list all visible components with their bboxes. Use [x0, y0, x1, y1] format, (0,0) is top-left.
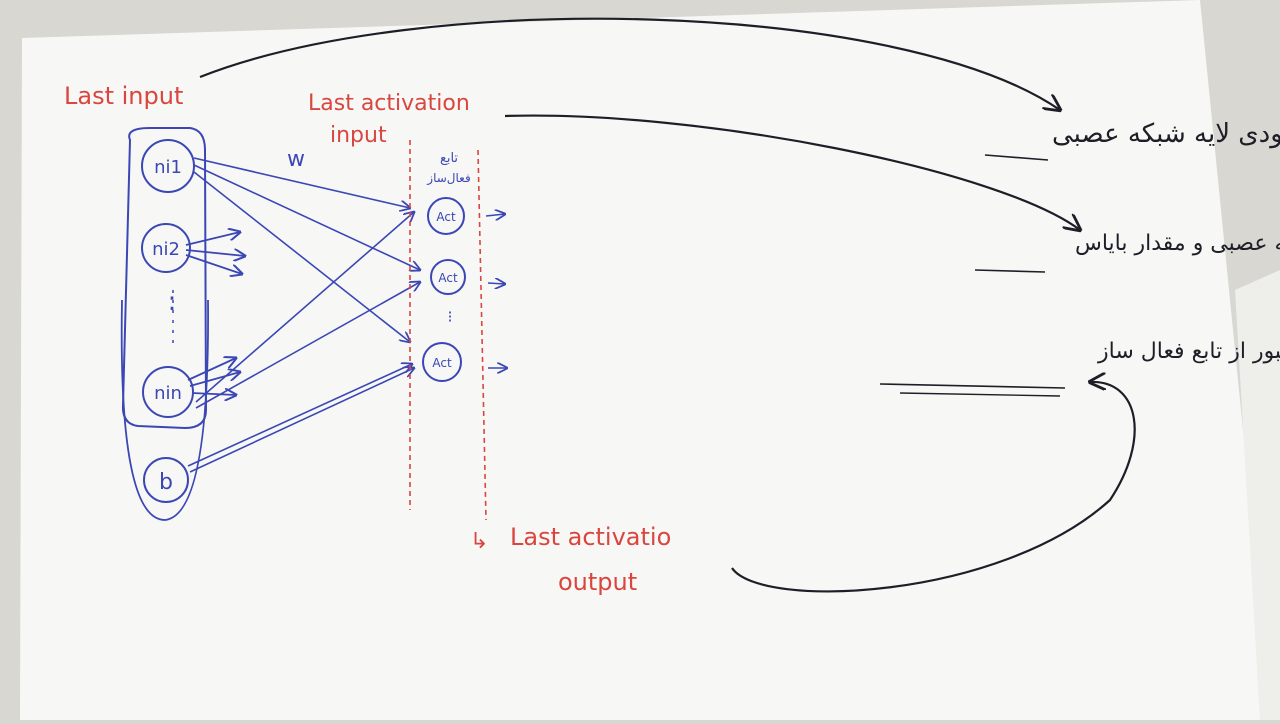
- fanout-arrows: [185, 232, 245, 395]
- activation-ellipsis: ⁝: [447, 307, 452, 326]
- activation-node-3: [422, 342, 462, 382]
- input-node-2: [141, 223, 191, 273]
- annotation-layer-input-underline: [984, 154, 1049, 161]
- activation-node-2: [430, 259, 466, 295]
- input-bias-outline: [120, 299, 209, 521]
- annotation-weighted-input-underline: [974, 269, 1046, 273]
- activation-node-1: [427, 197, 465, 235]
- weight-label: w: [287, 147, 305, 172]
- bias-node: [143, 457, 189, 503]
- input-node-n: [142, 366, 194, 418]
- input-node-2-label: ni2: [152, 239, 180, 260]
- annotation-layer-input: ورودی لایه شبکه عصبی: [1052, 119, 1280, 149]
- last-activation-input-label-2: input: [330, 123, 387, 148]
- activation-output-arrows: [485, 214, 507, 368]
- input-layer-outline: [121, 127, 208, 430]
- last-activation-output-label-1: Last activatio: [510, 523, 671, 551]
- curve-activation-input-connector: [504, 114, 1080, 230]
- bias-node-label: b: [159, 470, 173, 495]
- annotation-layer-output-underline-1: [879, 383, 1066, 389]
- activation-node-1-label: Act: [436, 210, 456, 224]
- activation-function-label-2: فعال‌ساز: [426, 171, 470, 186]
- last-input-label: Last input: [64, 82, 183, 110]
- input-node-n-label: nin: [154, 383, 182, 404]
- last-activation-input-label-1: Last activation: [308, 91, 470, 116]
- annotation-layer-output: خروجی لایه شبکه عصبی بعد از عبور از تابع…: [1097, 339, 1280, 364]
- annotation-weighted-input: ورودی اکتیو شده توسط وزن شبکه عصبی و مقد…: [1075, 231, 1280, 256]
- weight-connections: [187, 157, 420, 473]
- curve-input-connector: [199, 17, 1060, 110]
- curve-activation-output-connector: [731, 382, 1136, 593]
- activation-node-3-label: Act: [432, 356, 452, 370]
- annotation-layer-output-underline-2: [899, 392, 1061, 397]
- last-activation-output-label-2: output: [558, 568, 637, 596]
- output-arrow-glyph: ↳: [470, 529, 488, 554]
- paper-sheet: [20, 0, 1272, 720]
- paper-sheet-behind: [1235, 270, 1280, 720]
- activation-guide-right: [477, 149, 487, 521]
- input-node-1-label: ni1: [154, 157, 182, 178]
- activation-function-label-1: تابع: [440, 151, 458, 166]
- input-node-1: [141, 139, 195, 193]
- input-ellipsis: :: [168, 287, 177, 317]
- activation-node-2-label: Act: [438, 271, 458, 285]
